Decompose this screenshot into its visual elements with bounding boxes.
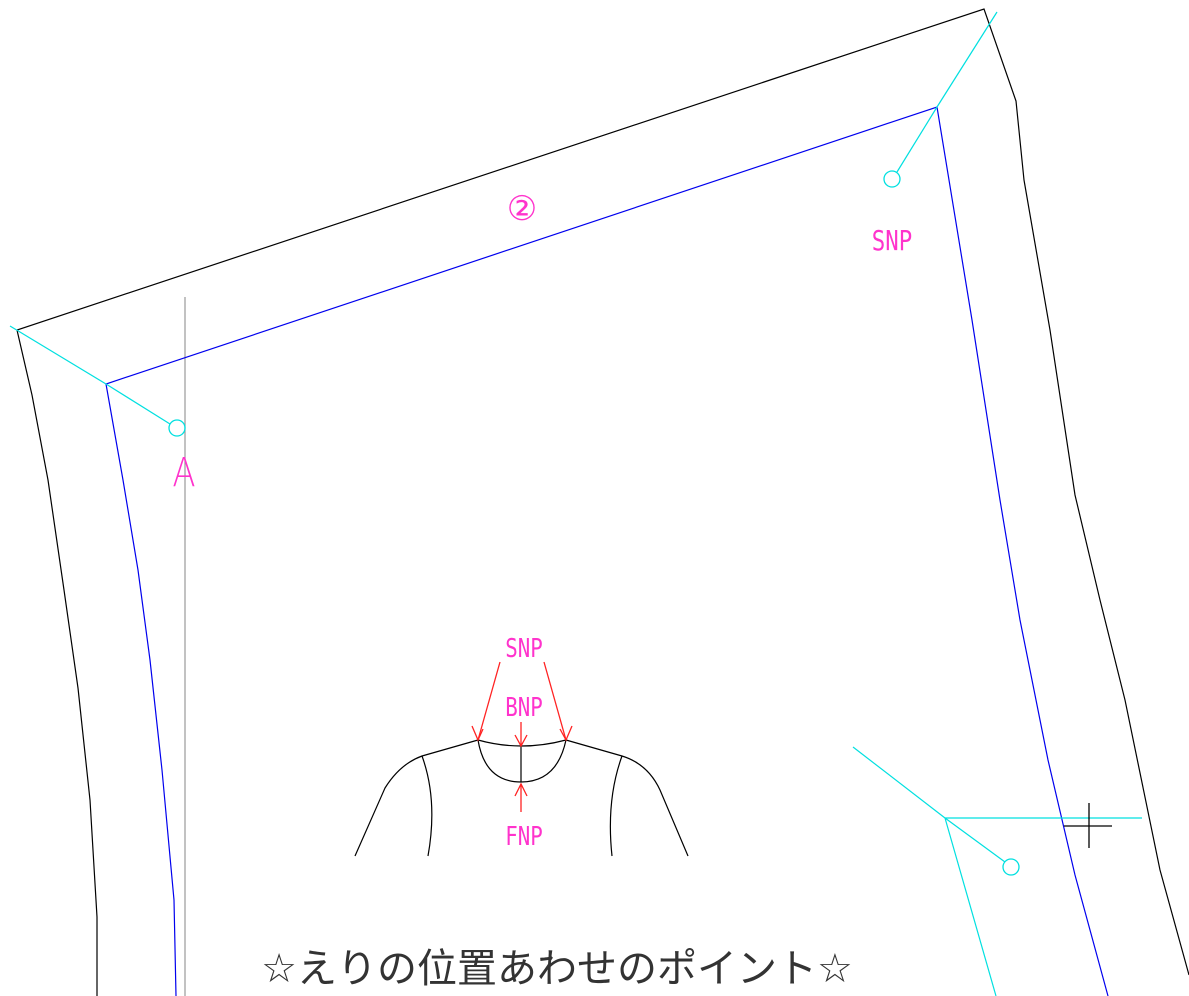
arrowhead-icon <box>514 782 528 797</box>
crosshair-icon <box>1064 803 1112 848</box>
circle-marker-icon[interactable] <box>168 419 186 437</box>
arrowhead-icon <box>514 734 528 748</box>
snp-pattern-label: SNP <box>872 223 912 256</box>
piece-number: ② <box>507 189 537 229</box>
cut-line <box>16 8 1189 996</box>
arrow-snp-right <box>543 661 567 741</box>
point-a-label: A <box>172 449 195 495</box>
caption: ☆えりの位置あわせのポイント☆ <box>261 946 853 992</box>
arrow-snp-left <box>477 661 501 741</box>
circle-marker-icon[interactable] <box>883 170 901 188</box>
guide-line-br-diag <box>852 746 946 819</box>
guide-line-br-down <box>944 817 997 996</box>
snp-figure-label: SNP <box>505 633 543 664</box>
arrowhead-icon <box>559 725 573 742</box>
guide-line-snp-notch <box>896 106 938 173</box>
guide-line-a-notch <box>105 383 171 425</box>
armhole-right <box>609 755 623 857</box>
neck-figure <box>354 739 689 857</box>
guide-line-snp-ext <box>936 11 998 108</box>
guide-line-br-notch <box>944 817 1006 863</box>
arrowhead-icon <box>471 725 484 742</box>
seam-line <box>105 106 1109 996</box>
arrows <box>471 661 573 812</box>
guide-line-a-ext <box>9 325 107 385</box>
shoulder-left <box>354 739 479 857</box>
bnp-figure-label: BNP <box>505 692 543 723</box>
circle-marker-icon[interactable] <box>1002 858 1020 876</box>
armhole-left <box>421 755 433 857</box>
fnp-figure-label: FNP <box>505 821 543 852</box>
shoulder-right <box>565 739 689 857</box>
